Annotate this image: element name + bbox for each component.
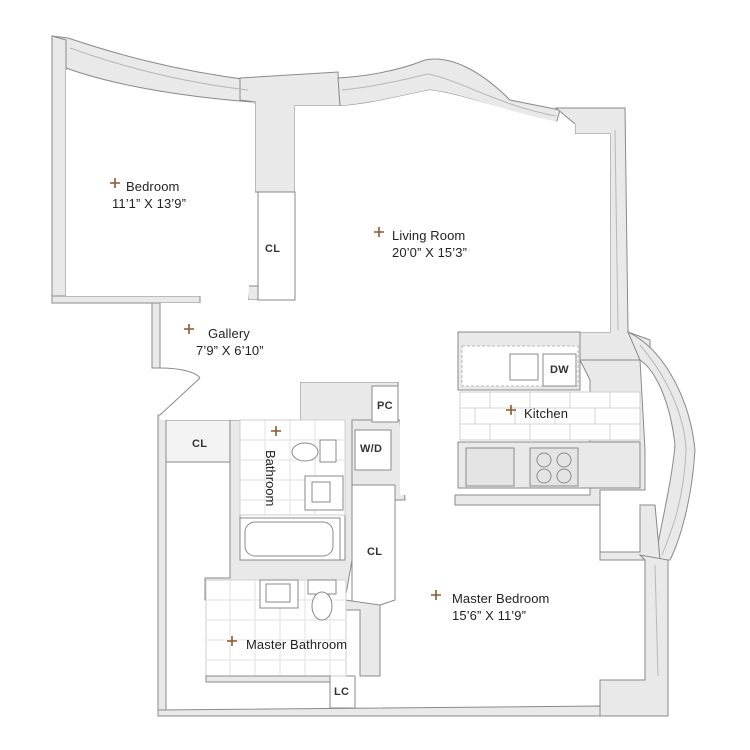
window-bedroom <box>69 47 249 91</box>
wall-cl-center <box>351 484 396 606</box>
gallery-name: Gallery <box>208 326 250 341</box>
bathroom-name: Bathroom <box>263 450 278 507</box>
bedroom-dims: 11’1” X 13’9” <box>112 196 187 211</box>
master-bath-toilet <box>311 591 333 621</box>
burners <box>536 452 572 484</box>
wall-master-bath-right <box>344 599 381 677</box>
window-right-curve <box>639 344 687 556</box>
window-right-upper <box>614 129 619 331</box>
label-linen-closet: LC <box>334 686 350 698</box>
wall-left-lower <box>157 414 167 711</box>
master-bathroom <box>205 579 347 683</box>
region-living <box>160 90 610 495</box>
label-kitchen: Kitchen <box>524 405 568 422</box>
entry-jamb <box>151 302 161 369</box>
wall-left <box>51 35 67 301</box>
bedroom-name: Bedroom <box>126 179 180 194</box>
entry-door <box>151 302 201 416</box>
entry-door-leaf <box>159 377 201 416</box>
marker-master-bedroom <box>431 590 441 600</box>
utility <box>354 385 399 471</box>
pantry-closet <box>371 385 399 423</box>
rooms <box>66 70 610 495</box>
master-bedroom-name: Master Bedroom <box>452 591 550 606</box>
label-pantry: PC <box>377 400 393 412</box>
marker-living <box>374 227 384 237</box>
window-living <box>341 73 557 117</box>
label-bedroom: Bedroom 11’1” X 13’9” <box>112 178 186 212</box>
windows <box>69 47 687 677</box>
bath-sink <box>311 481 331 503</box>
marker-bedroom <box>110 178 120 188</box>
label-dishwasher: DW <box>550 364 569 376</box>
master-bath-sink <box>265 583 291 603</box>
label-washer-dryer: W/D <box>360 443 383 455</box>
dishwasher <box>542 353 577 387</box>
wall-bedroom-bottom <box>51 295 201 304</box>
wall-lc-block <box>329 675 356 709</box>
marker-bathroom <box>271 426 281 436</box>
label-closet-gallery: CL <box>192 438 208 450</box>
bath-toilet-tank <box>319 439 337 463</box>
entry-door-arc <box>159 367 201 379</box>
kitchen <box>457 331 641 489</box>
wall-bottom <box>157 705 601 717</box>
bathtub-inner <box>244 521 334 557</box>
master-bathroom-name: Master Bathroom <box>246 637 348 652</box>
label-closet-master: CL <box>367 546 383 558</box>
kitchen-sink <box>509 353 539 381</box>
gallery-dims: 7’9” X 6’10” <box>196 343 264 358</box>
kitchen-tile-lines <box>460 392 640 440</box>
kitchen-name: Kitchen <box>524 406 569 421</box>
bathroom <box>239 419 346 561</box>
wall-right-curve <box>627 330 696 561</box>
window-right-lower <box>654 564 659 677</box>
washer-dryer-box <box>354 429 392 471</box>
living-room-name: Living Room <box>392 228 466 243</box>
master-bedroom-dims: 15’6” X 11’9” <box>452 608 527 623</box>
room-markers <box>110 178 516 646</box>
master-bath-wall-left <box>205 675 331 683</box>
cooktop <box>529 447 579 487</box>
label-gallery: Gallery 7’9” X 6’10” <box>196 325 264 359</box>
bedroom-closet <box>257 191 296 301</box>
living-room-dims: 20’0” X 15’3” <box>392 245 468 260</box>
marker-gallery <box>184 324 194 334</box>
label-master-bedroom: Master Bedroom 15’6” X 11’9” <box>452 590 550 624</box>
marker-kitchen <box>506 405 516 415</box>
wall-right-lower <box>599 554 669 717</box>
bath-tile-lines <box>240 420 345 515</box>
region-bedroom <box>66 70 255 300</box>
refrigerator <box>465 447 515 487</box>
marker-master-bathroom <box>227 636 237 646</box>
label-living-room: Living Room 20’0” X 15’3” <box>392 227 467 261</box>
label-closet-bedroom: CL <box>265 243 281 255</box>
label-master-bathroom: Master Bathroom <box>246 636 347 653</box>
bath-toilet <box>291 442 319 462</box>
label-bathroom: Bathroom <box>263 450 278 506</box>
